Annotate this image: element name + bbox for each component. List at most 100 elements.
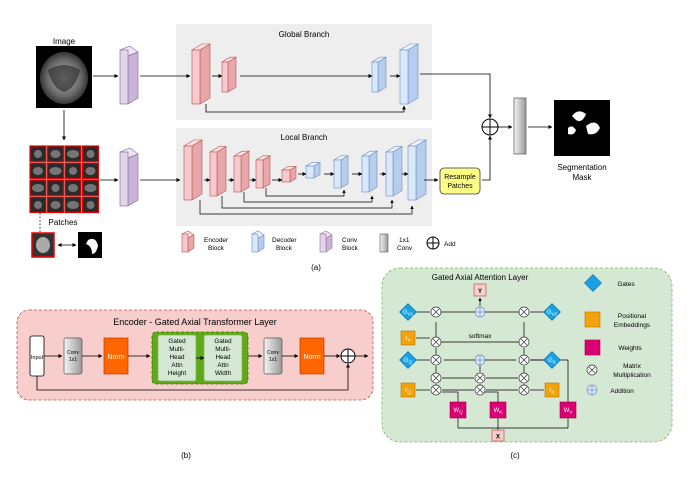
matmul-v-right — [518, 336, 530, 348]
svg-text:GV2: GV2 — [547, 310, 558, 317]
legend-panel-a: Encoder Block Decoder Block Conv Block 1… — [181, 230, 456, 253]
panel-c-box — [381, 267, 673, 443]
patch-texture — [85, 167, 96, 175]
patch-mask — [78, 232, 102, 258]
gated-text-line: Head — [169, 354, 185, 361]
norm-b-label: Norm — [303, 354, 320, 361]
matmul-qk-center — [474, 372, 486, 384]
legend-encoder-line1: Encoder — [204, 237, 229, 244]
legend-add-icon — [426, 236, 440, 250]
caption-c: (c) — [510, 451, 520, 460]
pos-embedding-q: rQ — [400, 382, 416, 398]
conv1x1-a-line2: 1x1 — [69, 357, 77, 363]
output-label-line2: Mask — [572, 173, 592, 182]
legend-gate-icon — [584, 274, 602, 292]
weight-q: WQ — [449, 401, 467, 419]
output-y-box — [473, 283, 487, 297]
norm-a-label: Norm — [107, 354, 124, 361]
norm-b — [299, 337, 325, 375]
legend-decoder-line2: Block — [276, 245, 293, 252]
legend-panel-c: Gates Positional Embeddings Weights Matr… — [584, 274, 651, 396]
matmul-q-row — [430, 372, 442, 384]
panel-c-title: Gated Axial Attention Layer — [432, 273, 529, 282]
output-label-line1: Segmentation — [557, 163, 606, 172]
add-node — [481, 118, 499, 136]
legend-conv-line2: Block — [342, 245, 359, 252]
legend-weights-icon — [584, 339, 601, 356]
patch-texture — [69, 167, 77, 175]
input-ultrasound-image — [36, 46, 92, 108]
panel-a: Global Branch Local Branch Image Patches — [29, 24, 610, 272]
local-decoder-block-4 — [384, 146, 404, 197]
residual-add — [340, 348, 356, 364]
input-x-label: X — [496, 435, 500, 441]
patch-texture — [50, 201, 61, 209]
local-skip-1 — [199, 200, 414, 215]
global-branch-box — [176, 24, 432, 120]
segmentation-mask — [554, 100, 610, 156]
local-encoder-block-5 — [280, 165, 298, 183]
legend-decoder-icon — [251, 230, 265, 253]
legend-encoder-icon — [181, 230, 195, 253]
matmul-k-pos — [518, 384, 530, 396]
patch-texture — [34, 150, 42, 158]
legend-conv-icon — [319, 230, 333, 253]
legend-1x1-line2: Conv — [397, 245, 413, 252]
patch-texture — [49, 167, 62, 175]
patch-texture — [67, 150, 79, 158]
legend-weights-label: Weights — [618, 345, 642, 352]
resample-line2: Patches — [447, 183, 473, 190]
weight-v: WV — [559, 401, 577, 419]
gated-text-line: Head — [215, 354, 231, 361]
patches-label: Patches — [49, 218, 78, 227]
caption-b: (b) — [181, 451, 191, 460]
gated-text-line: Height — [168, 370, 186, 377]
global-encoder-block-2 — [220, 56, 238, 93]
output-y-label: Y — [478, 289, 482, 295]
legend-gates-label: Gates — [617, 281, 635, 288]
svg-text:rV: rV — [405, 336, 410, 343]
matmul-q-pos — [430, 384, 442, 396]
pos-embedding-v: rV — [400, 330, 416, 346]
conv1x1-a-line1: Conv — [67, 350, 79, 356]
matmul-bottom-center — [474, 384, 486, 396]
gated-text-line: Multi- — [215, 346, 230, 353]
local-encoder-block-4 — [254, 155, 272, 189]
conv1x1-b-line2: 1x1 — [269, 357, 277, 363]
patch-texture — [50, 150, 61, 158]
gated-text-line: Gated — [168, 338, 186, 345]
gate-q-icon: GQ — [399, 351, 417, 369]
legend-pos-icon — [584, 311, 601, 328]
conv-block-global — [119, 45, 139, 105]
conv1x1-b — [263, 337, 283, 375]
legend-matmul-icon — [586, 364, 598, 376]
patch-texture — [51, 184, 60, 192]
legend-1x1-line1: 1x1 — [399, 237, 410, 244]
gated-text-line: Multi- — [169, 346, 184, 353]
matmul-v-left — [430, 336, 442, 348]
legend-addition-icon — [586, 384, 598, 396]
conv1x1-b-line1: Conv — [267, 350, 279, 356]
caption-a: (a) — [311, 263, 321, 272]
svg-text:WK: WK — [494, 408, 503, 415]
local-decoder-block-1 — [304, 161, 322, 179]
legend-mm-line1: Matrix — [623, 363, 641, 370]
gate-v1-icon: GV1 — [399, 303, 417, 321]
resample-patches-box — [439, 167, 481, 195]
pos-embedding-k: rK — [544, 382, 560, 398]
local-decoder-block-3 — [360, 150, 379, 193]
svg-text:GV1: GV1 — [403, 310, 414, 317]
matmul-top-left — [430, 306, 442, 318]
resample-line1: Resample — [444, 174, 476, 181]
patch-texture — [86, 201, 95, 209]
matmul-mid-left — [430, 354, 442, 366]
global-encoder-block-1 — [190, 43, 212, 105]
residual-connection — [36, 363, 350, 391]
local-skip-2 — [221, 196, 394, 209]
matmul-top-right — [518, 306, 530, 318]
patch-texture — [68, 184, 78, 192]
legend-pos-line2: Embeddings — [614, 322, 651, 329]
local-decoder-block-2 — [332, 155, 350, 189]
